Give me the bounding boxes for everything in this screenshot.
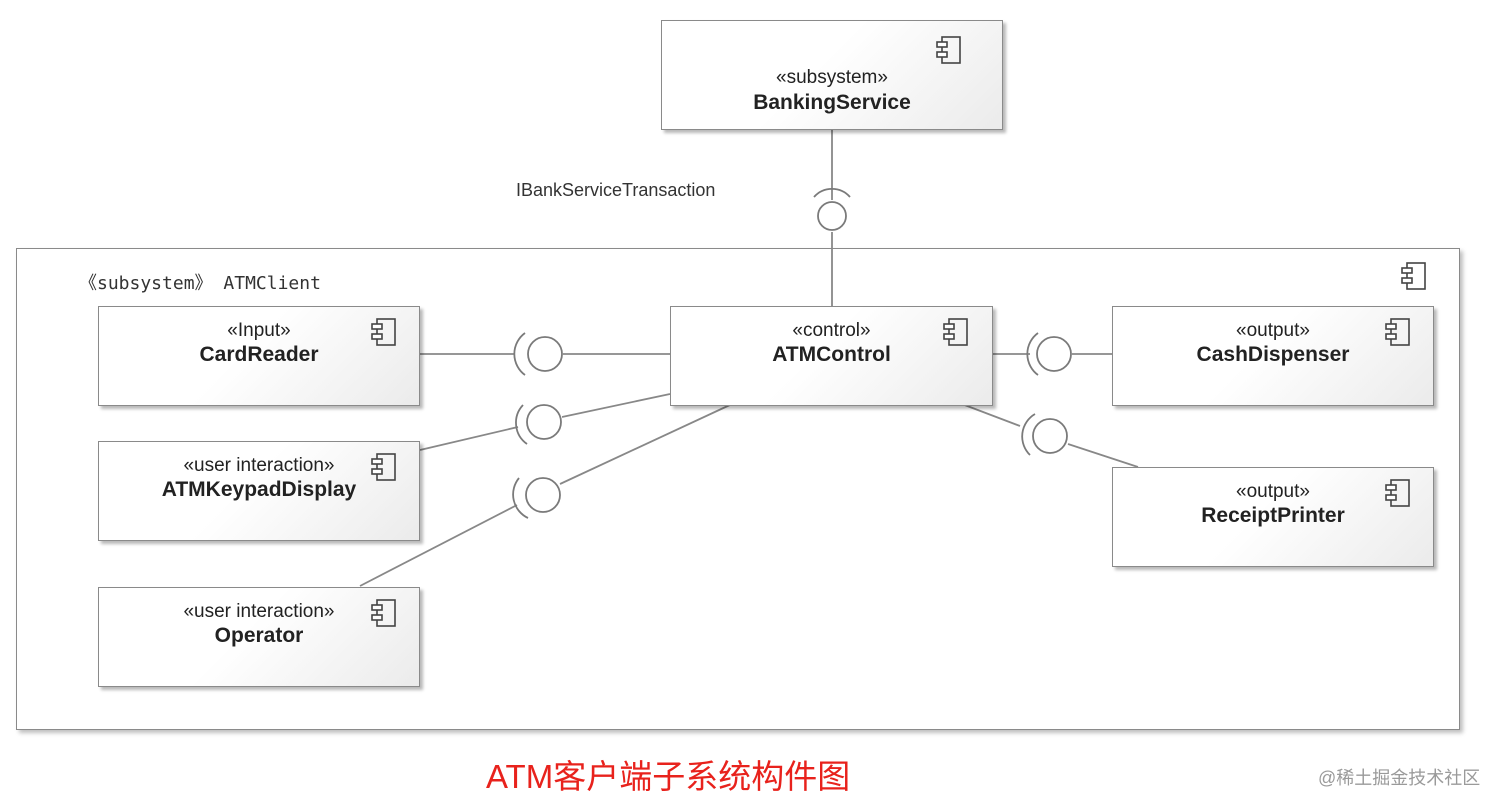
- keypad-name: ATMKeypadDisplay: [161, 478, 357, 501]
- component-icon: [371, 318, 396, 346]
- cardreader-stereotype: «Input»: [227, 320, 291, 341]
- printer-name: ReceiptPrinter: [1201, 504, 1345, 527]
- keypad-ball-line: [561, 393, 671, 418]
- banking-stereotype: «subsystem»: [776, 67, 888, 88]
- atmcontrol-name: ATMControl: [772, 343, 891, 366]
- component-icon: [1401, 262, 1426, 290]
- component-icon: [371, 453, 396, 481]
- cash-stereotype: «output»: [1236, 320, 1310, 341]
- cashdispenser-component[interactable]: «output» CashDispenser: [1112, 306, 1434, 406]
- component-icon: [1385, 318, 1410, 346]
- operator-socket: [512, 477, 529, 519]
- keypad-stereotype: «user interaction»: [183, 455, 335, 476]
- interface-label: IBankServiceTransaction: [516, 180, 716, 200]
- keypad-socket-line: [419, 426, 519, 451]
- atmclient-name: ATMClient: [223, 273, 321, 294]
- cash-socket: [1026, 332, 1039, 376]
- printer-ball: [1032, 418, 1068, 454]
- cardreader-name: CardReader: [199, 343, 319, 366]
- component-icon: [1385, 479, 1410, 507]
- operator-ball-line: [559, 403, 733, 485]
- component-icon: [943, 318, 968, 346]
- keypad-socket: [515, 404, 528, 445]
- bank-service-ball: [817, 201, 847, 231]
- operator-socket-line: [359, 504, 518, 587]
- printer-socket: [1021, 413, 1036, 456]
- keypad-ball: [526, 404, 562, 440]
- watermark: @稀土掘金技术社区: [1318, 768, 1481, 788]
- receiptprinter-component[interactable]: «output» ReceiptPrinter: [1112, 467, 1434, 567]
- operator-name: Operator: [214, 624, 304, 647]
- component-icon: [371, 599, 396, 627]
- printer-stereotype: «output»: [1236, 481, 1310, 502]
- atmclient-stereotype: 《subsystem》: [79, 273, 213, 294]
- cardreader-component[interactable]: «Input» CardReader: [98, 306, 420, 406]
- atmcontrol-stereotype: «control»: [792, 320, 871, 341]
- operator-ball: [525, 477, 561, 513]
- operator-stereotype: «user interaction»: [183, 601, 335, 622]
- cash-name: CashDispenser: [1196, 343, 1350, 366]
- cash-ball: [1036, 336, 1072, 372]
- operator-component[interactable]: «user interaction» Operator: [98, 587, 420, 687]
- diagram-caption: ATM客户端子系统构件图: [486, 758, 851, 795]
- component-icon: [936, 36, 961, 64]
- atmclient-label: 《subsystem》 ATMClient: [79, 269, 321, 295]
- cardreader-socket: [513, 332, 526, 376]
- printer-ball-line: [1067, 443, 1139, 468]
- banking-name: BankingService: [753, 91, 911, 114]
- cardreader-ball: [527, 336, 563, 372]
- bank-service-socket: [813, 187, 851, 198]
- printer-socket-line: [961, 403, 1021, 427]
- banking-service-component[interactable]: «subsystem» BankingService: [661, 20, 1003, 130]
- keypad-component[interactable]: «user interaction» ATMKeypadDisplay: [98, 441, 420, 541]
- atmcontrol-component[interactable]: «control» ATMControl: [670, 306, 993, 406]
